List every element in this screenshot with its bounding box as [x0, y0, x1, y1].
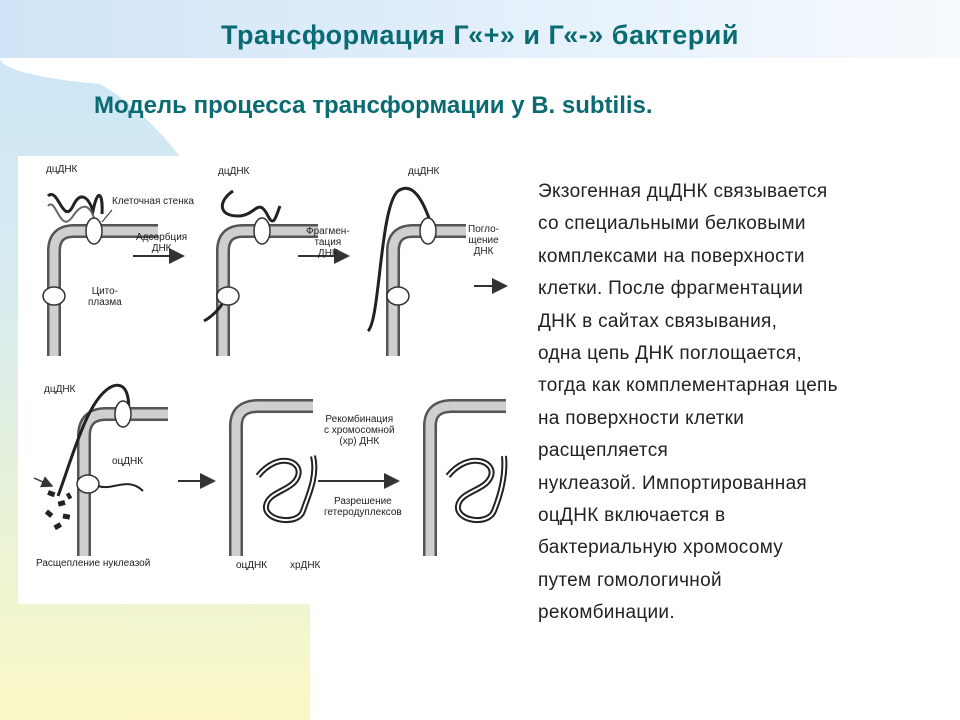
- panel-3-dsdna: [366, 187, 432, 333]
- description-line: со специальными белковыми: [538, 213, 806, 235]
- description-line: одна цепь ДНК поглощается,: [538, 343, 802, 365]
- description-line: рекомбинации.: [538, 602, 675, 624]
- label-nuclease: Расщепление нуклеазой: [36, 558, 151, 569]
- label-adsorption: Адсорбция ДНК: [136, 232, 188, 254]
- panel-1-receptor-side: [42, 286, 66, 306]
- description-line: расщепляется: [538, 440, 669, 462]
- description-line: на поверхности клетки: [538, 407, 745, 429]
- label-cytoplasm: Цито- плазма: [88, 286, 122, 308]
- panel-2-cell-wall: [216, 224, 318, 356]
- header-band: [0, 0, 960, 58]
- description-line: клетки. После фрагментации: [538, 278, 804, 300]
- slide-title: Трансформация Г«+» и Г«-» бактерий: [221, 20, 739, 50]
- description-line: комплексами на поверхности: [538, 245, 805, 267]
- panel-2-dsdna: [220, 189, 282, 223]
- panel-4-cell-wall: [77, 407, 168, 556]
- diagram-drawing: [33, 187, 508, 556]
- panel-5-cell-wall: [229, 399, 313, 556]
- panel-6-chromosome: [445, 455, 508, 523]
- label-chrdna: хрДНК: [290, 560, 321, 571]
- panel-6-cell-wall: [423, 399, 506, 556]
- label-dsdna-1: дцДНК: [46, 164, 78, 175]
- description-line: тогда как комплементарная цепь: [538, 375, 838, 397]
- label-dsdna-2: дцДНК: [218, 166, 250, 177]
- slide-subtitle: Модель процесса трансформации у B. subti…: [94, 92, 653, 119]
- description-text: Экзогенная дцДНК связывается со специаль…: [538, 176, 948, 630]
- description-line: путем гомологичной: [538, 569, 722, 591]
- label-uptake: Погло- щение ДНК: [468, 224, 500, 257]
- label-cell-wall: Клеточная стенка: [112, 196, 194, 207]
- panel-1-cell-wall: [47, 224, 158, 356]
- label-heteroduplex: Разрешение гетеродуплексов: [324, 496, 402, 518]
- description-line: оцДНК включается в: [538, 505, 726, 527]
- label-ssdna-1: оцДНК: [112, 456, 144, 467]
- panel-1-dsdna: [46, 192, 104, 217]
- description-line: нуклеазой. Импортированная: [538, 472, 808, 494]
- description-line: Экзогенная дцДНК связывается: [538, 181, 828, 202]
- background-decoration-cover: [0, 58, 960, 88]
- nuclease-fragments: [44, 490, 73, 531]
- panel-4-ssdna: [56, 383, 131, 497]
- label-dsdna-4: дцДНК: [44, 384, 76, 395]
- transformation-diagram: дцДНК Клеточная стенка Цито- плазма Адсо…: [18, 156, 510, 604]
- panel-1-receptor-top: [85, 217, 103, 245]
- label-recombination: Рекомбинация с хромосомной (хр) ДНК: [324, 414, 395, 447]
- label-ssdna-2: оцДНК: [236, 560, 268, 571]
- label-fragmentation: Фрагмен- тация ДНК: [306, 226, 350, 259]
- description-line: ДНК в сайтах связывания,: [538, 310, 778, 332]
- label-dsdna-3: дцДНК: [408, 166, 440, 177]
- description-line: бактериальную хромосому: [538, 537, 784, 559]
- panel-3-cell-wall: [386, 224, 466, 356]
